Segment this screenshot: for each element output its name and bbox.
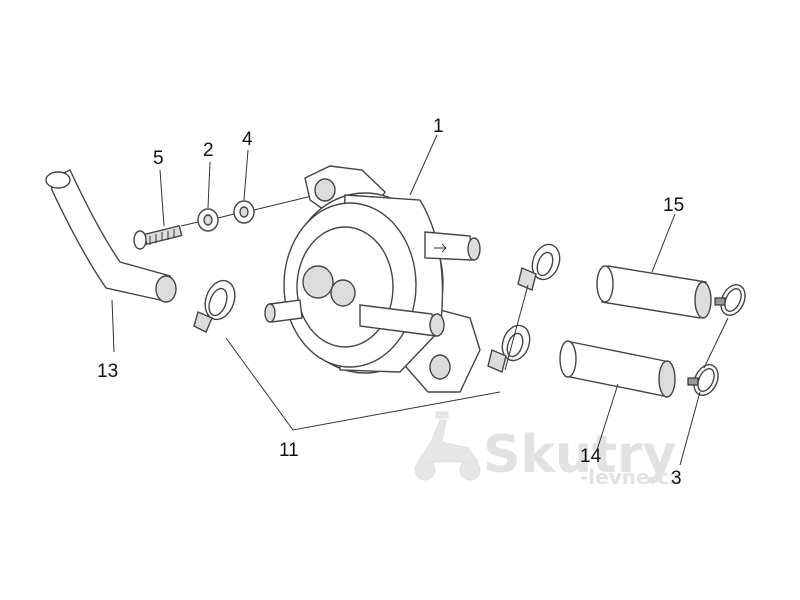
part-11-hose-clamp-left (193, 279, 236, 333)
scooter-watermark-icon (414, 411, 481, 481)
label-part-14: 14 (580, 446, 602, 467)
part-3-ring-clamp-upper (714, 284, 746, 316)
label-part-5: 5 (153, 148, 164, 169)
part-labels: 1 2 3 4 5 11 13 14 15 (97, 116, 684, 489)
part-11-hose-clamp-upper-right (517, 243, 561, 291)
label-part-2: 2 (203, 140, 214, 161)
part-13-curved-hose (45, 169, 177, 303)
watermark-brand: Skutry (483, 425, 676, 485)
watermark-sub: -levne.cz (580, 465, 681, 489)
leader-15 (651, 213, 676, 273)
label-part-15: 15 (663, 195, 684, 216)
label-part-4: 4 (242, 129, 253, 150)
part-5-screw (133, 224, 183, 250)
leader-1 (409, 134, 438, 196)
label-part-1: 1 (433, 116, 444, 137)
part-1-fuel-pump (264, 165, 481, 393)
leader-13 (111, 299, 115, 353)
part-11-hose-clamp-lower-right (487, 324, 531, 373)
part-2-washer (197, 208, 219, 232)
leader-2 (207, 161, 211, 209)
part-15-hose (596, 265, 712, 319)
label-part-11: 11 (279, 440, 299, 461)
part-3-ring-clamp-lower (687, 364, 719, 396)
leader-11 (225, 284, 529, 431)
leader-14 (596, 383, 619, 451)
leader-5 (159, 169, 165, 227)
label-part-13: 13 (97, 361, 118, 382)
part-14-hose (559, 340, 676, 398)
leader-4 (243, 149, 249, 201)
assembly-axis-line (180, 195, 313, 227)
leader-lines (111, 134, 729, 466)
label-part-3: 3 (671, 468, 682, 489)
watermark: Skutry -levne.cz (414, 411, 681, 489)
leader-3 (679, 317, 729, 466)
part-4-washer (233, 200, 255, 224)
